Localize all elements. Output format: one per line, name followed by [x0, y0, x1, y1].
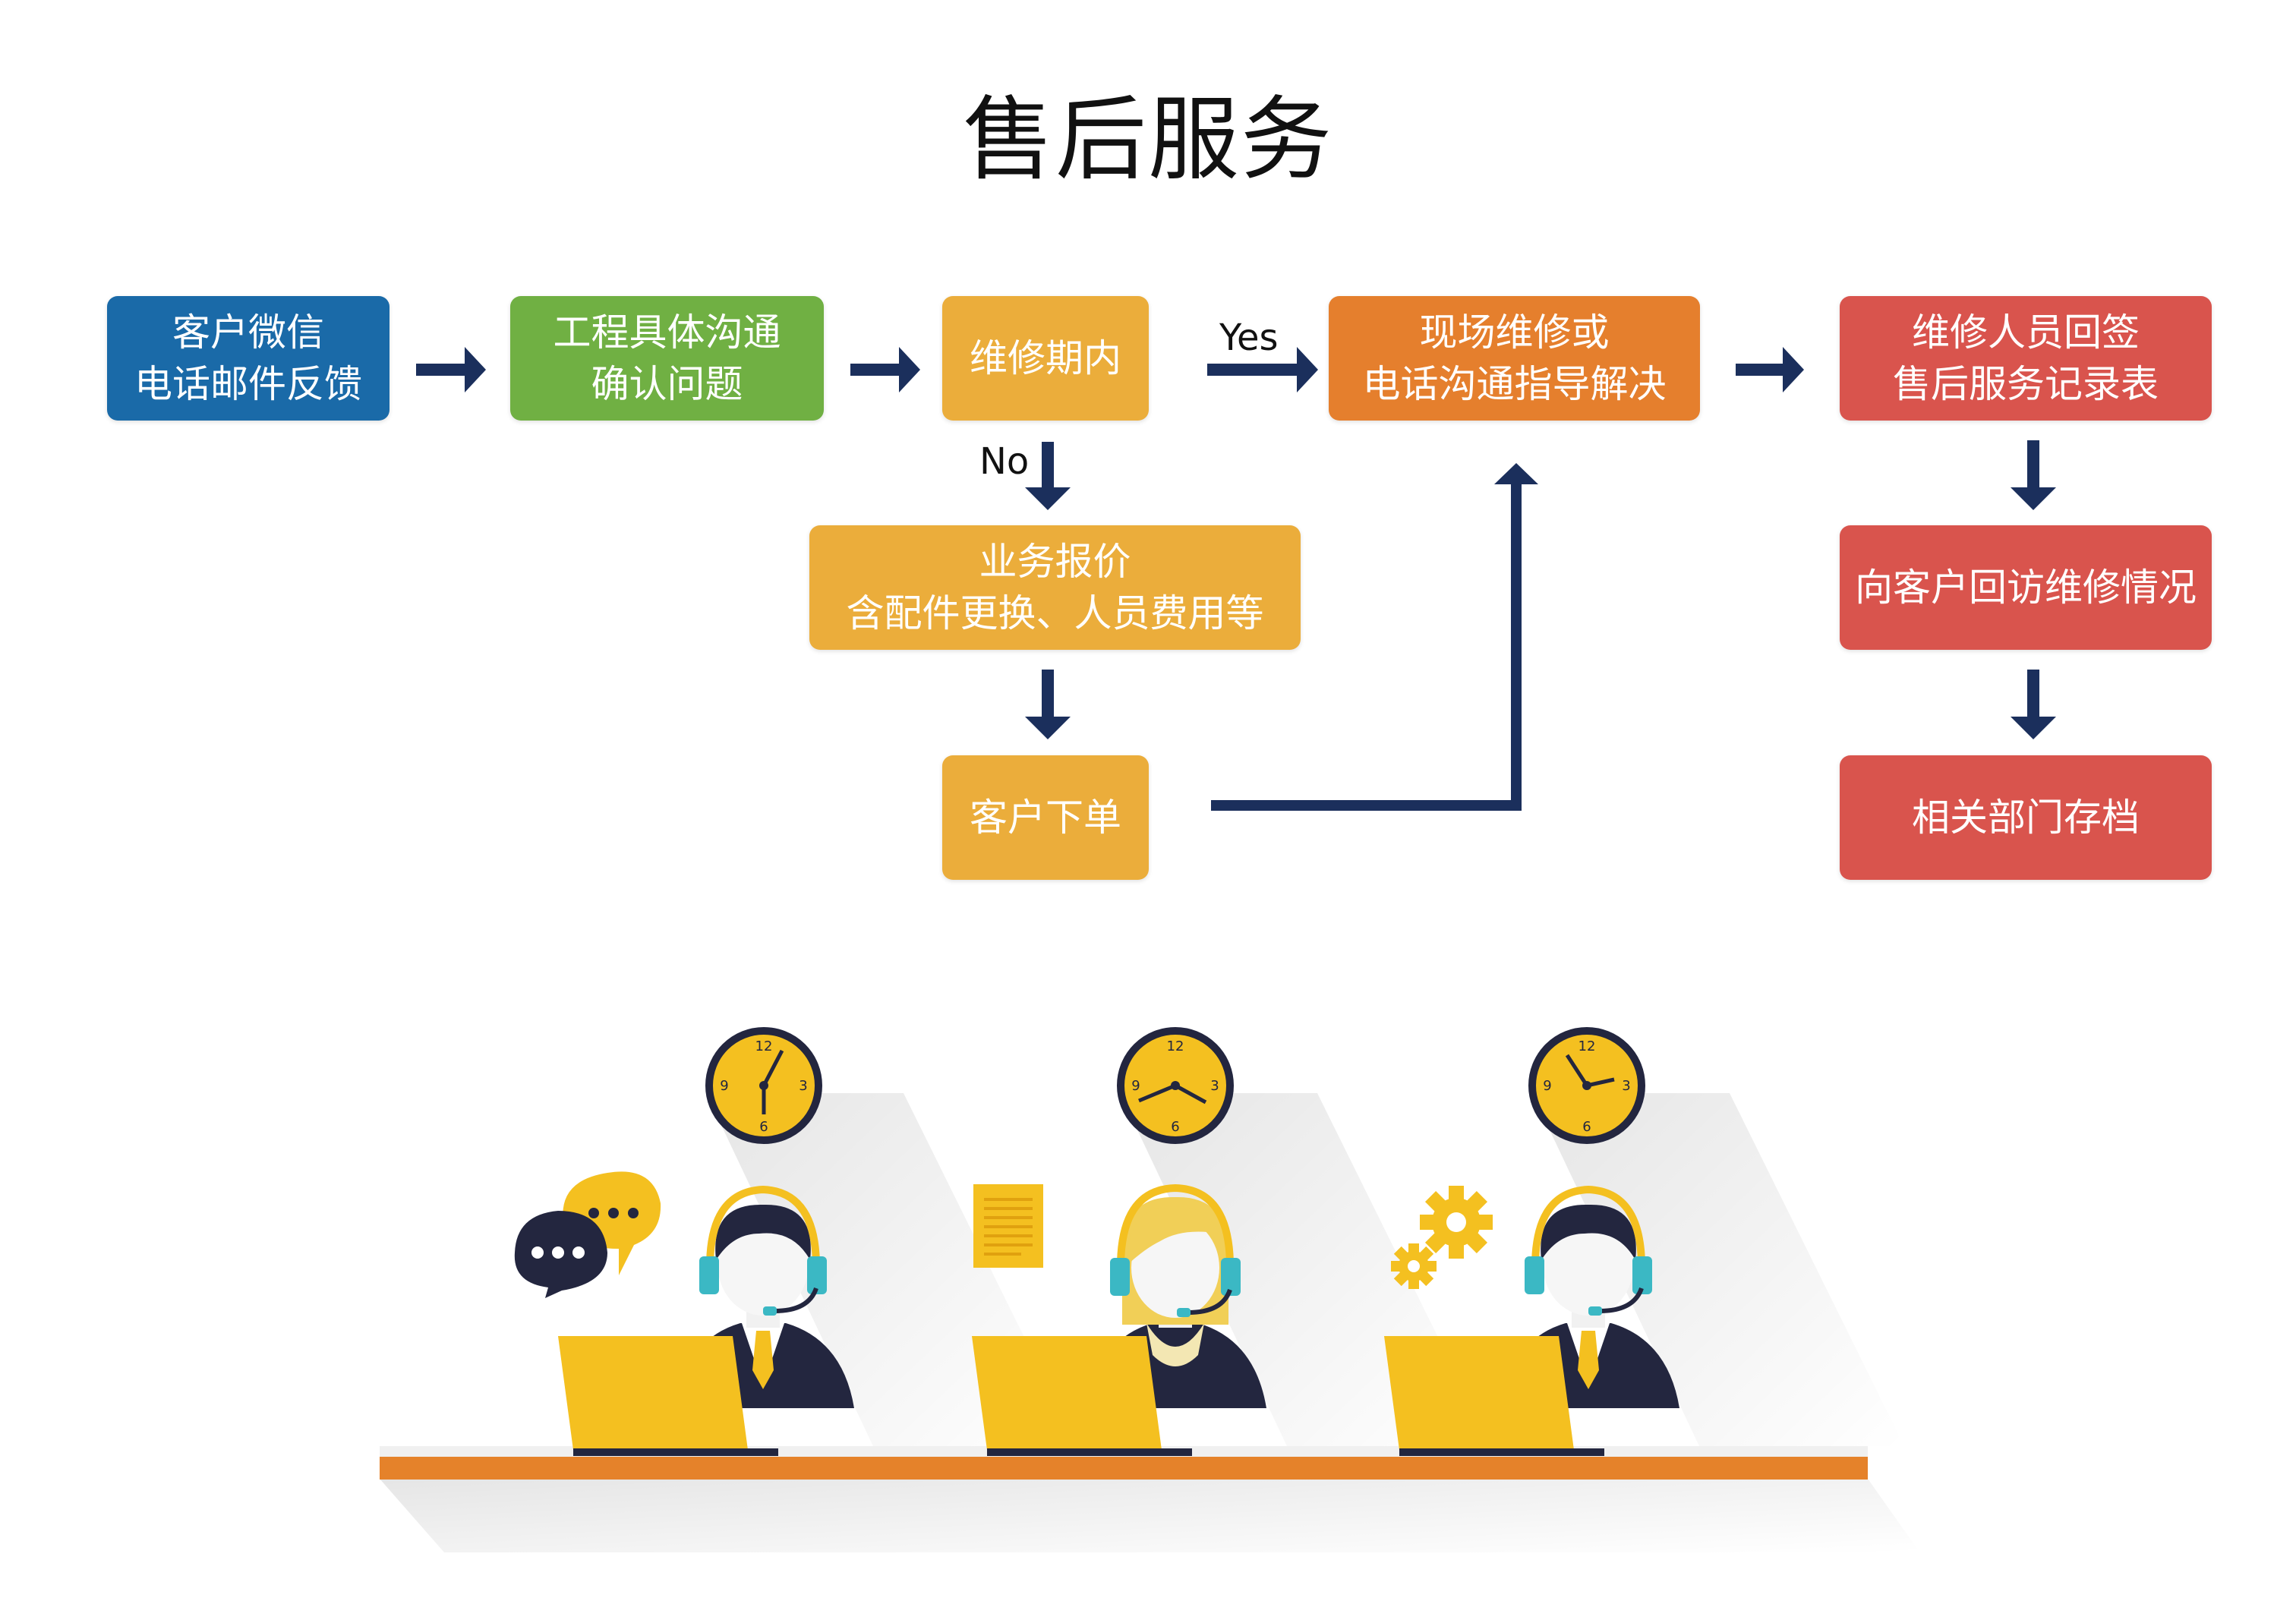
clock-number-9: 9: [1543, 1078, 1551, 1094]
node-engineering-confirm: 工程具体沟通 确认问题: [510, 296, 824, 421]
edge-label-no: No: [979, 440, 1030, 483]
arrow-sign-to-revisit: [2011, 440, 2056, 510]
node-customer-feedback: 客户微信 电话邮件反馈: [107, 296, 390, 421]
clock-number-12: 12: [1578, 1038, 1596, 1054]
clock-icon: 12 3 6 9: [709, 1031, 818, 1140]
clock-number-6: 6: [759, 1119, 768, 1135]
arrow-no: [1025, 442, 1071, 510]
node-engineering-confirm-line2: 确认问题: [591, 362, 743, 406]
arrow-right-4: [1736, 347, 1804, 392]
node-revisit: 向客户回访维修情况: [1840, 525, 2212, 650]
arrow-quote-to-order: [1025, 670, 1071, 739]
node-sign-record-line1: 维修人员回签: [1912, 310, 2140, 355]
node-onsite-repair: 现场维修或 电话沟通指导解决: [1329, 296, 1700, 421]
desk: [380, 1457, 1868, 1480]
node-onsite-repair-line1: 现场维修或: [1419, 310, 1610, 355]
node-business-quote-line1: 业务报价: [979, 540, 1131, 584]
node-sign-record: 维修人员回签 售后服务记录表: [1840, 296, 2212, 421]
arrow-yes: [1207, 347, 1318, 392]
node-archive-line1: 相关部门存档: [1912, 796, 2140, 840]
node-warranty-check: 维修期内: [942, 296, 1149, 421]
node-customer-feedback-line1: 客户微信: [172, 310, 324, 355]
node-business-quote: 业务报价 含配件更换、人员费用等: [809, 525, 1301, 650]
page-title: 售后服务: [963, 87, 1333, 193]
node-onsite-repair-line2: 电话沟通指导解决: [1362, 362, 1667, 406]
gear-icon: [1391, 1186, 1493, 1289]
desk-shadow: [380, 1479, 1917, 1552]
node-sign-record-line2: 售后服务记录表: [1893, 362, 2159, 406]
clock-number-12: 12: [755, 1038, 773, 1054]
clock-number-9: 9: [1131, 1078, 1140, 1094]
edge-label-yes: Yes: [1219, 317, 1279, 359]
agent-3: 12 3 6 9: [1384, 1031, 1904, 1456]
clock-number-9: 9: [720, 1078, 728, 1094]
clock-number-3: 3: [799, 1078, 807, 1094]
node-warranty-check-line1: 维修期内: [970, 336, 1121, 380]
clock-icon: 12 3 6 9: [1532, 1031, 1642, 1140]
document-icon: [973, 1184, 1043, 1268]
node-archive: 相关部门存档: [1840, 755, 2212, 880]
arrow-right-2: [850, 347, 920, 392]
clock-number-12: 12: [1167, 1038, 1184, 1054]
clock-number-6: 6: [1171, 1119, 1179, 1135]
node-revisit-line1: 向客户回访维修情况: [1855, 566, 2197, 610]
node-customer-order-line1: 客户下单: [970, 796, 1121, 840]
clock-number-3: 3: [1622, 1078, 1630, 1094]
node-engineering-confirm-line1: 工程具体沟通: [553, 310, 781, 355]
clock-number-3: 3: [1210, 1078, 1219, 1094]
node-business-quote-line2: 含配件更换、人员费用等: [846, 591, 1264, 635]
node-customer-feedback-line2: 电话邮件反馈: [134, 362, 362, 406]
chat-bubble-icon: [514, 1171, 661, 1298]
arrow-order-to-onsite: [1211, 463, 1538, 811]
arrow-right-1: [416, 347, 486, 392]
node-customer-order: 客户下单: [942, 755, 1149, 880]
arrow-revisit-to-archive: [2011, 670, 2056, 739]
clock-icon: 12 3 6 9: [1121, 1031, 1230, 1140]
clock-number-6: 6: [1582, 1119, 1591, 1135]
